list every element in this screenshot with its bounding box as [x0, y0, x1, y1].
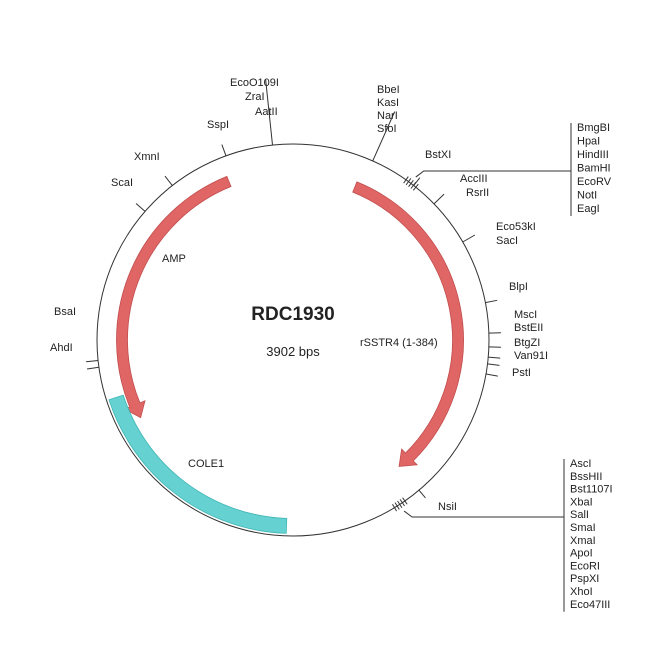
site-label-aatii: AatII [255, 106, 278, 118]
feature-rsstr4-1-384 [352, 181, 464, 467]
cluster-marker-stripe [403, 176, 409, 184]
cluster-site-label-eco47iii: Eco47III [570, 599, 610, 611]
cluster-site-label-asci: AscI [570, 458, 591, 470]
site-label-bsteii: BstEII [514, 322, 543, 334]
cluster-site-label-bsshii: BssHII [570, 471, 602, 483]
cluster-marker-stripe [412, 183, 419, 191]
site-label-xmni: XmnI [134, 151, 160, 163]
site-tick-blpi [485, 299, 498, 304]
site-tick-xmni [164, 175, 173, 186]
site-label-rsrii: RsrII [466, 187, 489, 199]
site-label-ahdi: AhdI [50, 342, 73, 354]
site-tick-sspi [221, 144, 227, 156]
site-tick-bbei [372, 111, 396, 162]
cluster-site-label-xmai: XmaI [570, 535, 596, 547]
cluster-site-label-ecori: EcoRI [570, 560, 600, 572]
site-label-kasi: KasI [377, 97, 399, 109]
site-label-psti: PstI [512, 367, 531, 379]
site-tick-ecoo109i [265, 79, 274, 146]
cluster-site-label-smai: SmaI [570, 522, 596, 534]
site-label-bbei: BbeI [377, 84, 400, 96]
site-tick-ahdi [86, 366, 99, 370]
site-label-bsai: BsaI [54, 306, 76, 318]
site-tick-nsii [418, 489, 426, 499]
site-label-sfoi: SfoI [377, 123, 397, 135]
cluster-marker-stripe [394, 502, 400, 510]
site-tick-btgzi [488, 356, 501, 359]
feature-amp [116, 175, 232, 419]
cluster-site-label-apoi: ApoI [570, 548, 593, 560]
cluster-marker-stripe [397, 500, 403, 509]
feature-label-rsstr4-1-384: rSSTR4 (1-384) [360, 337, 438, 349]
plasmid-backbone [96, 143, 490, 537]
features-layer: AMP rSSTR4 (1-384) COLE1 [108, 175, 464, 534]
site-label-btgzi: BtgZI [514, 337, 540, 349]
cluster-leader-1 [403, 510, 564, 518]
site-label-eco53ki: Eco53kI [496, 221, 536, 233]
cluster-marker-stripe [408, 179, 414, 187]
site-tick-eco53ki [462, 234, 476, 243]
feature-label-amp: AMP [162, 253, 186, 265]
cluster-site-label-ecorv: EcoRV [577, 176, 612, 188]
site-label-van91i: Van91I [514, 350, 548, 362]
cluster-marker-stripe [392, 503, 398, 512]
site-label-blpi: BlpI [509, 281, 528, 293]
cluster-site-label-bst1107i: Bst1107I [570, 484, 613, 496]
site-clusters-layer: BmgBIHpaIHindIIIBamHIEcoRVNotIEagIAscIBs… [392, 122, 613, 612]
site-label-saci: SacI [496, 235, 518, 247]
site-label-nsii: NsiI [438, 501, 457, 513]
site-tick-acciii [433, 193, 445, 205]
site-label-msci: MscI [514, 309, 537, 321]
site-label-nari: NarI [377, 110, 398, 122]
cluster-site-label-pspxi: PspXI [570, 573, 599, 585]
cluster-site-label-bamhi: BamHI [577, 163, 611, 175]
cluster-marker-stripe [402, 497, 408, 505]
site-label-zrai: ZraI [245, 91, 265, 103]
site-label-scai: ScaI [111, 177, 133, 189]
site-tick-van91i [487, 363, 500, 366]
cluster-site-label-xbai: XbaI [570, 496, 593, 508]
cluster-marker-stripe [410, 181, 417, 189]
site-label-acciii: AccIII [460, 173, 488, 185]
site-tick-bsai [86, 359, 99, 363]
cluster-site-label-bmgbi: BmgBI [577, 122, 610, 134]
cluster-site-label-xhoi: XhoI [570, 586, 593, 598]
site-labels-layer: EcoO109I ZraI AatII SspI XmnI ScaI BsaI AhdI Bbe… [50, 77, 548, 513]
cluster-site-label-hpai: HpaI [577, 136, 600, 148]
cluster-marker-stripe [399, 499, 405, 507]
site-label-ecoo109i: EcoO109I [230, 77, 279, 89]
plasmid-name: RDC1930 [251, 304, 334, 325]
cluster-marker-stripe [405, 178, 412, 186]
feature-label-cole1: COLE1 [188, 458, 224, 470]
site-tick-psti [485, 373, 498, 377]
site-label-bstxi: BstXI [425, 149, 451, 161]
cluster-site-label-sali: SalI [570, 509, 589, 521]
cluster-site-label-hindiii: HindIII [577, 149, 609, 161]
plasmid-size: 3902 bps [266, 344, 320, 359]
site-ticks-layer [86, 79, 501, 499]
cluster-site-label-eagi: EagI [577, 203, 600, 215]
cluster-site-label-noti: NotI [577, 190, 597, 202]
feature-cole1 [108, 394, 288, 534]
cluster-leader-0 [415, 170, 571, 178]
site-label-sspi: SspI [207, 119, 229, 131]
site-tick-scai [135, 203, 146, 212]
